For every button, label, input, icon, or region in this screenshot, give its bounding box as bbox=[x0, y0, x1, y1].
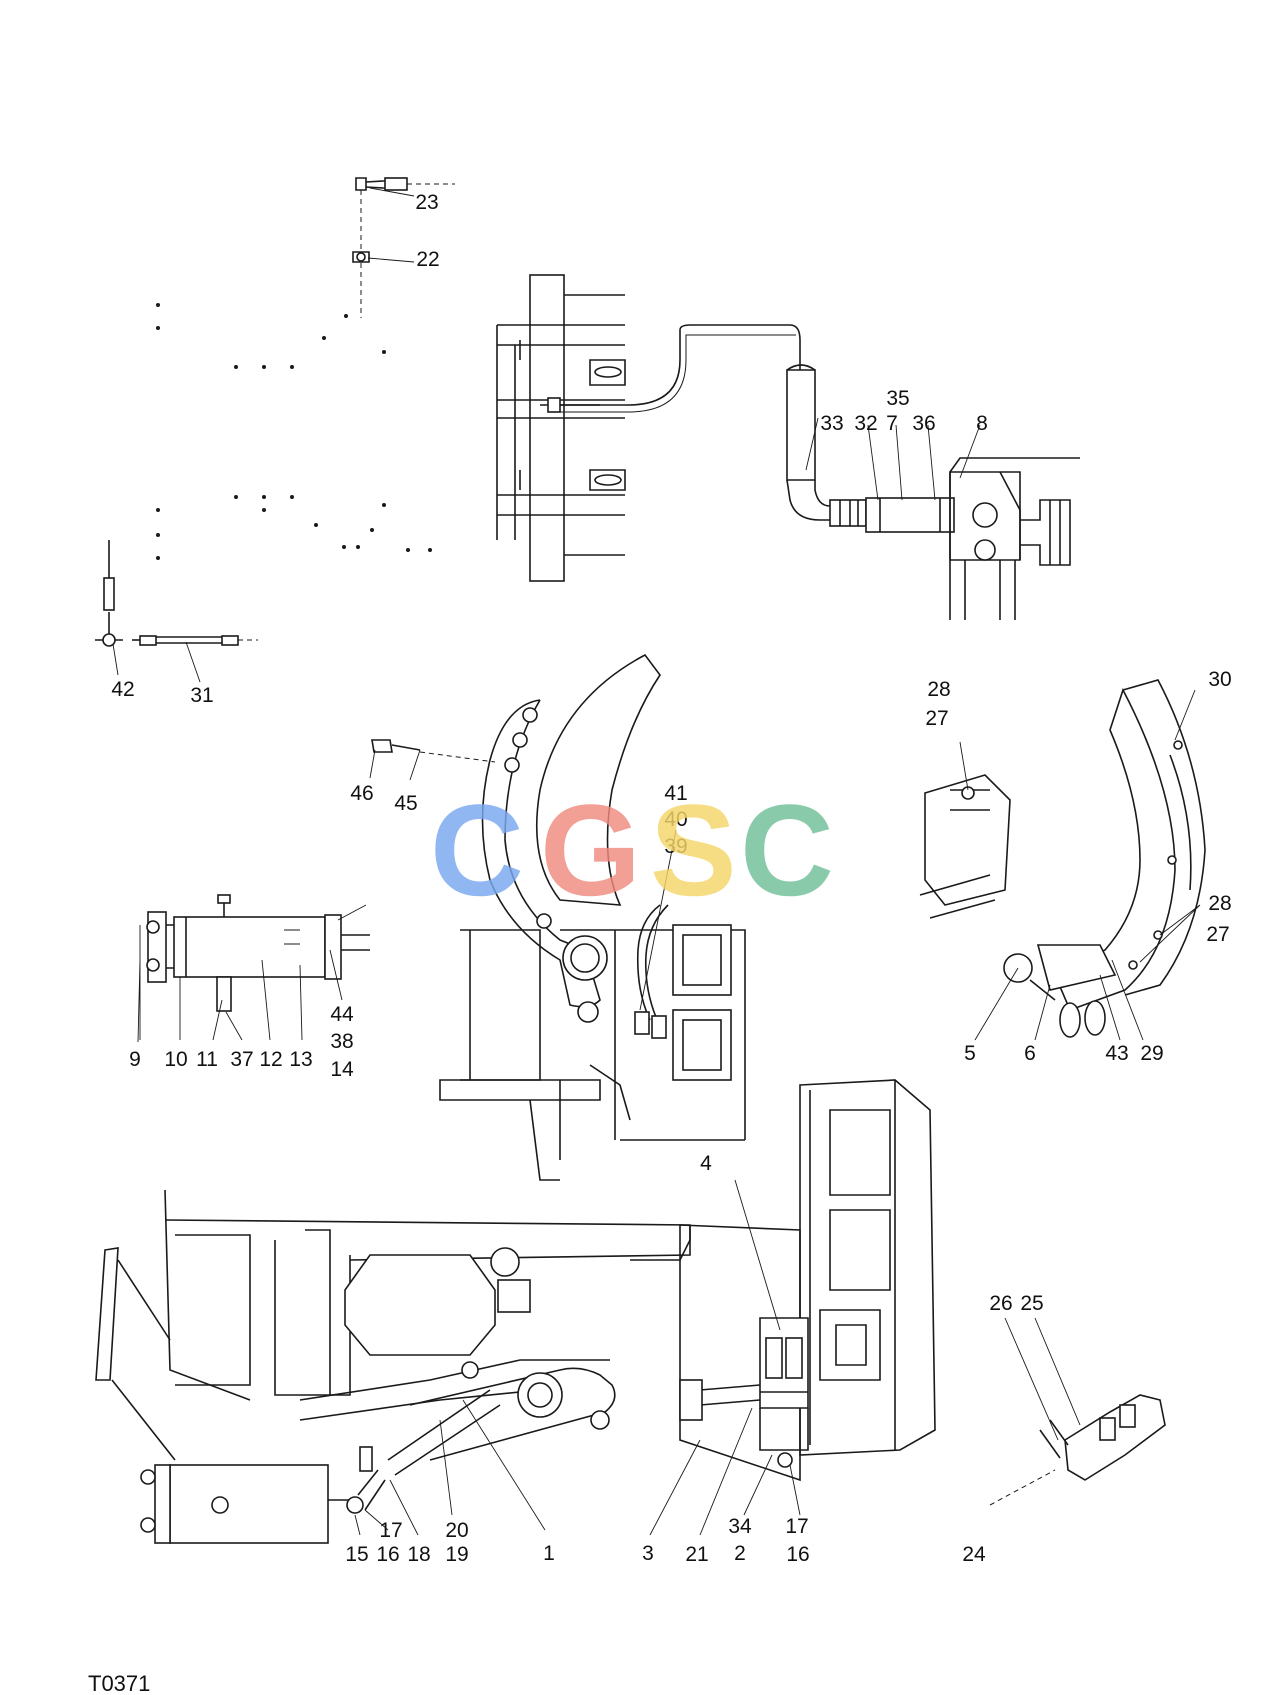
callout-label: 9 bbox=[129, 1048, 141, 1071]
elbow-hose-33 bbox=[786, 364, 867, 527]
callout-label: 38 bbox=[330, 1030, 353, 1053]
callout-label: 2 bbox=[734, 1542, 746, 1565]
callout-label: 32 bbox=[854, 412, 877, 435]
cylinder-9-14 bbox=[146, 894, 370, 1012]
lift-arm-1 bbox=[387, 1361, 616, 1476]
cgsc-watermark: C G S C bbox=[430, 777, 834, 923]
boom-arm bbox=[481, 653, 661, 1023]
callout-label: 40 bbox=[664, 808, 687, 831]
callout-label: 22 bbox=[416, 248, 439, 271]
handle bbox=[95, 1247, 176, 1461]
hose-loop-39-41 bbox=[634, 904, 669, 1039]
callout-label: 4 bbox=[700, 1152, 712, 1175]
callout-label: 21 bbox=[685, 1543, 708, 1566]
upper-frame-assembly bbox=[496, 274, 626, 582]
drawing-code: T0371 bbox=[88, 1671, 150, 1695]
callout-label: 12 bbox=[259, 1048, 282, 1071]
callout-label: 17 bbox=[785, 1515, 808, 1538]
callout-label: 11 bbox=[196, 1048, 218, 1071]
watermark-letter: S bbox=[650, 777, 737, 923]
callout-label: 44 bbox=[330, 1003, 354, 1026]
callout-label: 43 bbox=[1105, 1042, 1128, 1065]
leader-lines bbox=[112, 187, 1201, 1536]
small-bracket-27-28 bbox=[919, 774, 1011, 919]
callout-label: 45 bbox=[394, 792, 417, 815]
hose-fitting-upper bbox=[352, 177, 455, 318]
callout-label: 41 bbox=[664, 782, 687, 805]
hose-route bbox=[560, 324, 801, 413]
callout-label: 23 bbox=[415, 191, 438, 214]
callout-label: 28 bbox=[927, 678, 950, 701]
callout-label: 13 bbox=[289, 1048, 312, 1071]
callout-label: 35 bbox=[886, 387, 909, 410]
callout-label: 34 bbox=[728, 1515, 752, 1538]
callout-label: 8 bbox=[976, 412, 988, 435]
callout-label: 15 bbox=[345, 1543, 368, 1566]
callout-label: 46 bbox=[350, 782, 373, 805]
callout-label: 10 bbox=[164, 1048, 187, 1071]
center-frame bbox=[439, 924, 746, 1181]
callout-label: 18 bbox=[407, 1543, 430, 1566]
right-housing bbox=[679, 1079, 936, 1482]
callout-label: 19 bbox=[445, 1543, 468, 1566]
callout-label: 3 bbox=[642, 1542, 654, 1565]
valve-24-26 bbox=[989, 1394, 1166, 1506]
callout-label: 6 bbox=[1024, 1042, 1036, 1065]
callout-label: 30 bbox=[1208, 668, 1231, 691]
callout-label: 39 bbox=[664, 835, 687, 858]
callout-label: 14 bbox=[330, 1058, 354, 1081]
valve-unit-2-34 bbox=[679, 1317, 809, 1468]
callout-label: 37 bbox=[230, 1048, 253, 1071]
callout-label: 25 bbox=[1020, 1292, 1043, 1315]
callout-label: 1 bbox=[543, 1542, 555, 1565]
callout-label: 33 bbox=[820, 412, 843, 435]
callout-label: 24 bbox=[962, 1543, 986, 1566]
callout-label: 31 bbox=[190, 684, 213, 707]
callout-label: 17 bbox=[379, 1519, 402, 1542]
callout-label: 28 bbox=[1208, 892, 1231, 915]
guide-dots bbox=[156, 303, 432, 560]
right-bracket-assembly bbox=[1003, 679, 1206, 1038]
callout-label: 27 bbox=[1206, 923, 1229, 946]
callout-label: 27 bbox=[925, 707, 948, 730]
callout-label: 5 bbox=[964, 1042, 976, 1065]
callout-label: 16 bbox=[786, 1543, 809, 1566]
callout-label: 42 bbox=[111, 678, 134, 701]
callout-label: 16 bbox=[376, 1543, 399, 1566]
bottom-cylinder-15 bbox=[140, 1446, 386, 1544]
callout-label: 26 bbox=[989, 1292, 1012, 1315]
valve-block-8 bbox=[865, 457, 1080, 620]
watermark-letter: C bbox=[740, 777, 834, 923]
callout-label: 7 bbox=[886, 412, 898, 435]
hose-31-fitting-42 bbox=[95, 540, 258, 647]
callout-label: 36 bbox=[912, 412, 935, 435]
callout-label: 20 bbox=[445, 1519, 468, 1542]
fitting-45-46 bbox=[371, 739, 496, 763]
watermark-letter: G bbox=[540, 777, 641, 923]
watermark-letter: C bbox=[430, 777, 524, 923]
callout-label: 29 bbox=[1140, 1042, 1163, 1065]
main-chassis bbox=[164, 1189, 691, 1421]
